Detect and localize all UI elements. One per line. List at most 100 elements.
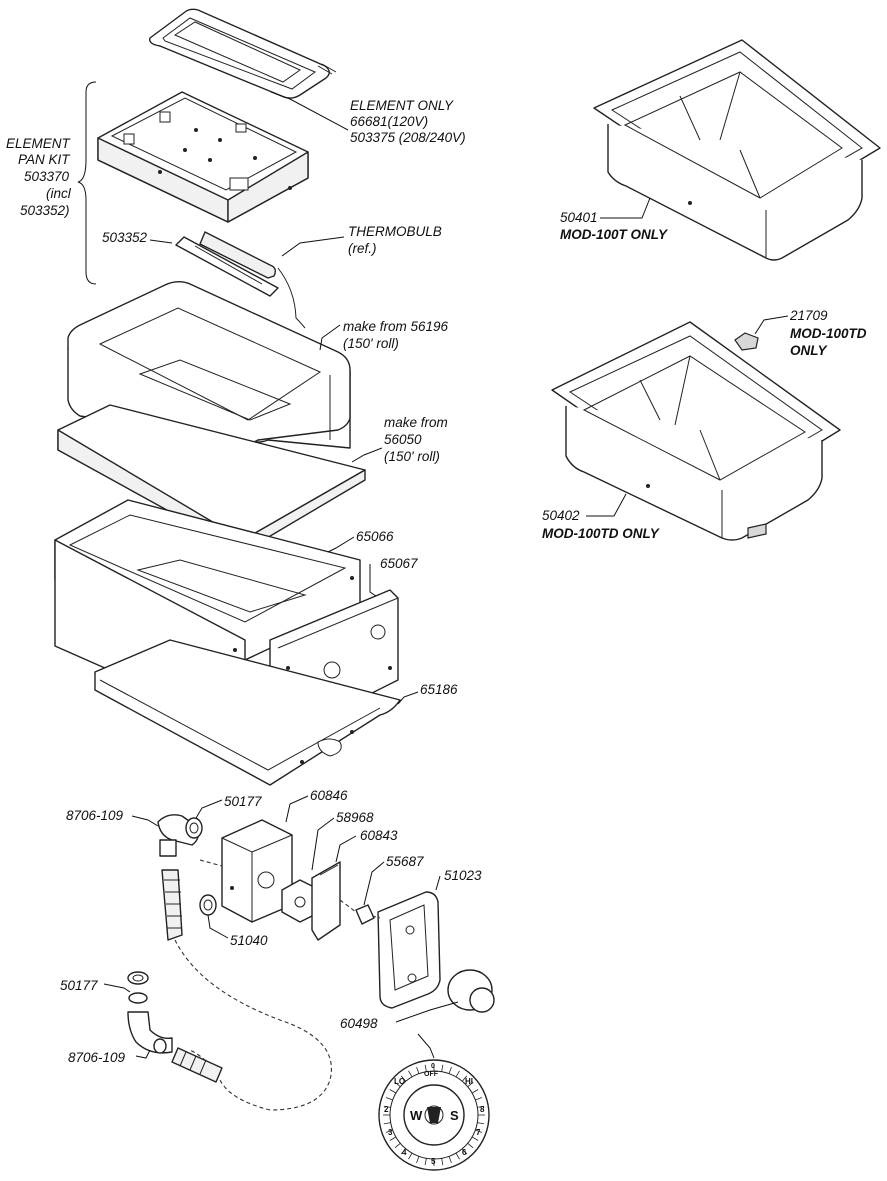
part-56050-label: 56050 [384,432,422,447]
dial-tick [471,1089,479,1094]
drain-screen-21709 [734,332,759,351]
dial-bottom-num: 5 [431,1157,436,1166]
locknut-51040 [199,894,217,916]
mod-100td-label-1: MOD-100TD [790,326,867,341]
dial-tick [394,1142,401,1149]
bottom-panel [94,639,401,786]
dial-tick [389,1089,397,1094]
dial-tick [477,1122,485,1125]
flexible-conduit [161,869,332,1111]
dial-tick [383,1105,391,1108]
part-60843-label: 60843 [360,828,398,843]
dial-ticks [383,1064,485,1166]
make-from-56196-label: make from 56196 [343,319,449,334]
roll-label-1: (150' roll) [343,336,399,351]
part-21709-label: 21709 [789,308,828,323]
well-pan-50402 [551,321,841,541]
dial-tick [461,1148,468,1155]
dial-tick [467,1081,474,1088]
dial-zero: 0 [431,1063,435,1070]
bushing-55687 [355,904,375,925]
mod-100t-only-label: MOD-100T ONLY [560,227,669,242]
junction-box-60846 [221,819,293,923]
dial-tick [394,1081,401,1088]
dial-left-num-1: 3 [388,1128,393,1137]
dial-tick [448,1156,452,1164]
element-208v-label: 503375 (208/240V) [350,130,466,145]
pan-kit-line4: (incl [46,186,72,201]
part-55687-label: 55687 [386,854,424,869]
dial-tick [441,1064,444,1072]
dial-left-num-2: 4 [402,1148,407,1157]
element-120v-label: 66681(120V) [350,114,428,129]
dial-tick [416,1156,420,1164]
mod-100td-label-2: ONLY [790,343,828,358]
leader-lines [77,81,789,1059]
dial-tick [424,1158,427,1166]
well-pan-50401 [593,39,881,261]
washer-50177-bottom [127,971,149,1004]
pan-kit-line3: 503370 [24,169,70,184]
dial-tick [471,1136,479,1141]
roll-label-2: (150' roll) [384,449,440,464]
dial-w: W [410,1108,423,1123]
part-50177-bottom-label: 50177 [60,978,98,993]
pan-kit-line2: PAN KIT [18,152,71,167]
part-60846-label: 60846 [310,788,348,803]
dial-tick [475,1129,483,1133]
dial-text: 0 OFF LO HI W S 2 3 4 8 7 6 5 [384,1063,485,1166]
part-65067-label: 65067 [380,556,418,571]
bracket-60843 [311,861,341,941]
dial-tick [385,1129,393,1133]
dial-right-num-1: 7 [476,1128,481,1137]
part-50401-label: 50401 [560,210,598,225]
dial-lo: LO [394,1077,405,1086]
thermobulb-ref-label: (ref.) [348,241,377,256]
dial-right-num-0: 8 [480,1105,485,1114]
knob-60498 [447,969,495,1013]
dial-tick [400,1075,407,1082]
dial-tick [416,1066,420,1074]
dial-tick [408,1152,413,1160]
dial-tick [475,1097,483,1101]
mod-100td-only-label: MOD-100TD ONLY [542,526,661,541]
part-65186-label: 65186 [420,682,458,697]
pan-kit-line5: 503352) [20,203,70,218]
dial-plate [378,1059,490,1171]
part-51040-label: 51040 [230,933,268,948]
dial-tick [461,1075,468,1082]
dial-tick [441,1158,444,1166]
part-58968-label: 58968 [336,810,374,825]
element-only-label: ELEMENT ONLY [350,98,454,113]
callouts: ELEMENT ONLY 66681(120V) 503375 (208/240… [6,98,867,1065]
dial-tick [455,1070,460,1078]
part-60498-label: 60498 [340,1016,378,1031]
element-pan [97,91,309,223]
dial-tick [467,1142,474,1149]
dial-left-num-0: 2 [384,1105,389,1114]
part-51023-label: 51023 [444,868,482,883]
dial-off: OFF [424,1071,439,1078]
dial-tick [400,1148,407,1155]
dial-tick [389,1136,397,1141]
dial-tick [448,1066,452,1074]
elbow-fitting-bottom [127,1011,173,1054]
washer-50177-top [185,817,203,839]
part-8706-109-top-label: 8706-109 [66,808,124,823]
dial-tick [383,1122,391,1125]
pan-kit-line1: ELEMENT [6,136,72,151]
dial-s: S [450,1108,459,1123]
dial-right-num-2: 6 [462,1148,467,1157]
dial-tick [408,1070,413,1078]
part-503352-label: 503352 [102,230,148,245]
dial-tick [424,1064,427,1072]
dial-hi: HI [465,1077,473,1086]
part-50402-label: 50402 [542,508,580,523]
thermobulb-label: THERMOBULB [348,224,442,239]
part-65066-label: 65066 [356,529,394,544]
dial-tick [455,1152,460,1160]
dial-tick [477,1105,485,1108]
bezel-51023 [377,891,441,1009]
